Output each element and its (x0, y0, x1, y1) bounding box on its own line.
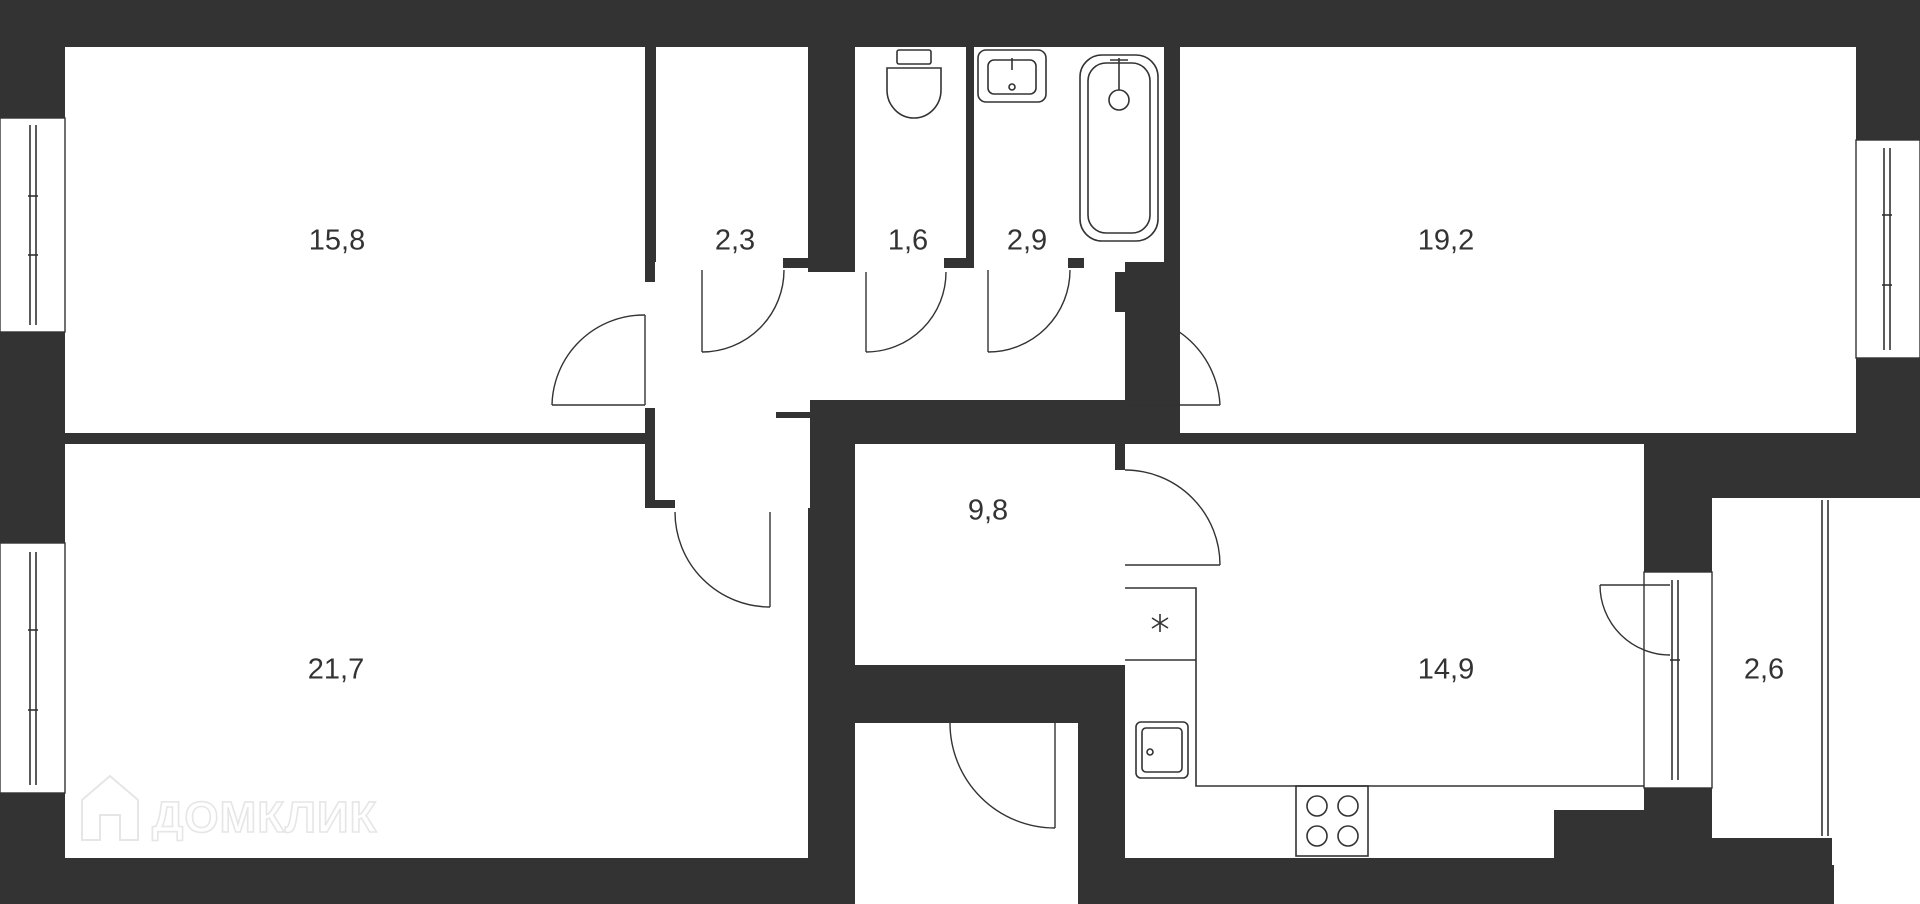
room-area-hall: 9,8 (968, 495, 1008, 527)
bathtub-icon (1079, 54, 1159, 242)
wall-stub-left (645, 262, 655, 282)
wall-stub-storage (783, 258, 808, 268)
window-top-left (0, 117, 66, 333)
wall-column (810, 400, 855, 680)
door-kitchen (1124, 469, 1221, 566)
balcony-left-wall (1644, 444, 1712, 572)
kitchen-counter (1125, 587, 1644, 787)
window-kitchen (1643, 571, 1713, 789)
door-bottom-left-room (674, 511, 771, 608)
door-balcony (1599, 584, 1671, 656)
wall-stub-mid (1115, 410, 1125, 470)
door-entrance (949, 722, 1056, 829)
stove-icon (1295, 785, 1369, 857)
door-top-right-room (1124, 314, 1221, 406)
room-area-top-left: 15,8 (309, 225, 365, 257)
wall-entrance-left (855, 677, 950, 723)
toilet-icon (886, 49, 942, 119)
window-balcony (1821, 500, 1829, 836)
room-area-storage: 2,3 (715, 225, 755, 257)
room-area-balcony: 2,6 (1744, 654, 1784, 686)
kitchen-notch (1554, 810, 1644, 858)
room-area-bathroom: 2,9 (1007, 225, 1047, 257)
wall-column-inner (782, 418, 810, 504)
room-area-kitchen: 14,9 (1418, 654, 1474, 686)
room-area-wc: 1,6 (888, 225, 928, 257)
balcony-left-wall-low (1644, 788, 1712, 858)
wall-stub-bath2 (1068, 258, 1084, 268)
door-storage (701, 269, 785, 353)
door-bathroom (987, 269, 1071, 353)
watermark-text: ДОМКЛИК (152, 793, 377, 842)
watermark-house-icon (81, 774, 139, 841)
room-area-bottom-left: 21,7 (308, 654, 364, 686)
wall-stub-wc (808, 258, 855, 272)
hall-vestibule (645, 262, 1125, 508)
door-wc (865, 271, 947, 353)
wall-stub-right (1115, 272, 1125, 312)
washbasin-icon (977, 49, 1047, 103)
wall-left-partition-cut (655, 408, 675, 500)
kitchen-sink-icon (1135, 721, 1189, 779)
wall-column-edge (776, 412, 810, 418)
door-top-left-room (551, 314, 646, 406)
wall-stub-bath (944, 258, 974, 268)
window-top-right (1855, 139, 1920, 359)
wall-entrance-right (1055, 677, 1078, 723)
room-area-top-right: 19,2 (1418, 225, 1474, 257)
watermark-logo: ДОМКЛИК (81, 774, 377, 843)
fridge-icon (1151, 614, 1169, 632)
window-bottom-left (0, 542, 66, 794)
